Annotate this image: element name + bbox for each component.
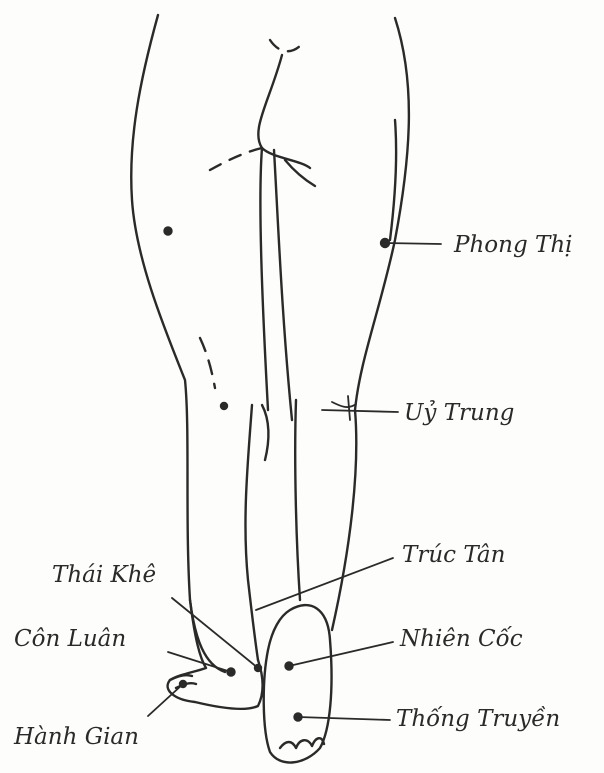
- upper-dash: [270, 40, 305, 51]
- uy-trung-mark: [332, 396, 356, 420]
- label-nhien-coc: Nhiên Cốc: [400, 628, 523, 651]
- leader-thong-truyen: [298, 717, 390, 720]
- buttock-crease: [258, 55, 310, 168]
- leader-truc-tan: [256, 558, 393, 610]
- point-left-knee: [221, 403, 227, 409]
- inner-thigh-left: [260, 148, 268, 410]
- label-hanh-gian: Hành Gian: [14, 726, 139, 749]
- label-thong-truyen: Thống Truyền: [396, 708, 560, 731]
- point-left-thigh: [165, 228, 172, 235]
- leader-hanh-gian: [148, 684, 183, 716]
- left-shin-line: [262, 405, 268, 460]
- right-leg-outer: [332, 18, 409, 630]
- right-calf-inner: [295, 400, 300, 600]
- leader-uy-trung: [322, 410, 398, 412]
- leader-nhien-coc: [289, 642, 393, 666]
- right-toes: [280, 738, 324, 748]
- right-thigh-mid: [390, 120, 396, 240]
- label-con-luan: Côn Luân: [14, 628, 126, 651]
- gluteal-fold-dash: [210, 148, 262, 170]
- label-uy-trung: Uỷ Trung: [404, 402, 514, 425]
- left-calf-inner: [245, 405, 258, 660]
- label-thai-khe: Thái Khê: [52, 564, 156, 587]
- label-phong-thi: Phong Thị: [454, 234, 573, 257]
- leader-phong-thi: [385, 243, 441, 244]
- left-foot-outline: [168, 600, 263, 709]
- inner-thigh-right: [274, 150, 292, 420]
- left-knee-dash: [200, 338, 215, 388]
- label-truc-tan: Trúc Tân: [402, 544, 505, 567]
